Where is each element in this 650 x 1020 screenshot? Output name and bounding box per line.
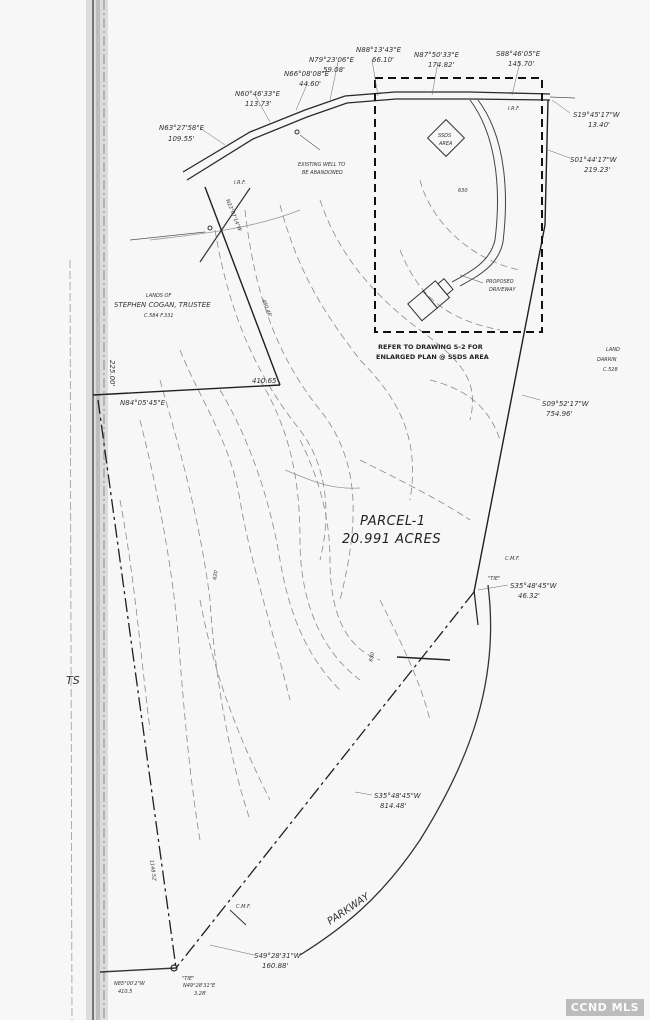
bearing-8-label: S19°45'17"W [573,111,621,119]
boundary-spur [199,187,251,263]
distance-10-label: 754.96' [546,410,572,418]
parcel-acreage: 20.991 ACRES [342,532,441,547]
tie-label-1: "TIE" [488,576,500,582]
contour-lines-solid [149,209,361,489]
driveway-edge-2 [459,99,506,287]
lands-of-label: LANDS OF [146,293,171,299]
bearing-6-label: N60°46'33"E [235,90,281,98]
bearing-3-label: S88°46'05"E [496,50,541,58]
proposed-driveway-label: PROPOSED [486,279,514,285]
cmf-label-1: C.M.F. [505,556,520,562]
contour-630-label: 630 [458,188,468,194]
boundary-spur-2 [129,231,206,241]
distance-18-label: 225.00' [108,360,116,386]
paper-fold-line [96,0,100,1020]
ssds-area-label: SSDS [438,133,452,139]
distance-11-label: 46.32' [518,592,540,600]
ssds-enlarged-area-box [374,77,543,333]
parkway-road-label: PARKWAY [326,891,373,928]
bearing-10-label: S09°52'17"W [542,400,590,408]
far-left-line [69,259,73,1020]
adjacent-owner-label: DARRIN [597,357,617,363]
distance-14-label: 3.28' [194,991,207,997]
cmf-label-2: C.M.F. [236,904,251,910]
culvert-mark [396,656,451,661]
ssds-area-label-2: AREA [438,141,453,147]
existing-well-label-2: BE ABANDONED [302,170,343,176]
distance-2-label: 174.82' [428,61,454,69]
bearing-11-label: S35°48'45"W [510,582,558,590]
existing-well-label: EXISTING WELL TO [298,162,345,168]
driveway-leader [459,274,484,284]
edge-letters: TS [66,674,80,687]
distance-1-label: 66.10' [372,56,394,64]
distance-6-label: 113.73' [245,100,271,108]
dimension-leaders [199,59,571,956]
driveway-edge-1 [451,99,498,283]
ssds-area-marker [426,118,466,158]
bearing-7-label: N63°27'58"E [159,124,205,132]
tie-mark [473,589,479,626]
bearing-1-label: N88°13'43"E [356,46,402,54]
parkway-edge [299,584,492,956]
irf-label-2: I.R.F. [508,106,520,112]
distance-3-label: 145.70' [508,60,534,68]
owner-ref-label: C.584 F.331 [144,313,174,319]
refer-note-line-1: REFER TO DRAWING S-2 FOR [378,343,483,351]
bearing-2-label: N87°50'33"E [414,51,460,59]
mls-watermark: CCND MLS [565,999,644,1016]
iron-rod-symbol [207,225,213,231]
distance-17-label: 410.5 [118,989,132,995]
owner-name-label: STEPHEN COGAN, TRUSTEE [114,301,211,309]
bearing-12-label: S35°48'45"W [374,792,422,800]
bearing-14-label: N49°28'31"E [183,983,216,989]
south-tie-line [99,967,177,973]
distance-13-label: 160.88' [262,962,288,970]
bearing-13-label: S49°28'31"W [254,952,302,960]
road-extension [549,96,576,99]
distance-12-label: 814.48' [380,802,406,810]
distance-16-label: 410.65' [252,377,278,385]
proposed-driveway-label-2: DRIVEWAY [489,287,516,293]
bearing-5-label: N66°08'08"E [284,70,330,78]
bearing-9-label: S01°44'17"W [570,156,618,164]
bearing-15-label: N84°05'45"E [120,399,166,407]
parcel-boundary-dashed [97,399,475,969]
refer-note-line-2: ENLARGED PLAN @ SSDS AREA [376,353,489,361]
adjacent-land-label: LAND [606,347,620,353]
irf-label-1: I.R.F. [234,180,246,186]
contour-lines [119,179,521,841]
distance-4-label: 59.08' [323,66,345,74]
bearing-4-label: N79°23'06"E [309,56,355,64]
parcel-boundary [92,99,549,593]
contour-650-label: 650 [368,652,376,663]
bearing-17-label: N85°00'2"W [114,981,146,987]
contour-620-label: 620 [212,570,220,580]
distance-20-label: 1148.52' [148,859,157,882]
cmf-mark [229,909,247,926]
tie-label-2: "TIE" [182,976,194,982]
existing-well-symbol [294,129,300,135]
corner-monument [170,964,178,972]
distance-19-label: 460.46' [260,299,273,319]
distance-5-label: 44.60' [299,80,321,88]
north-road-edges [182,91,551,181]
distance-9-label: 219.23' [584,166,610,174]
distance-8-label: 13.40' [588,121,610,129]
well-leader [299,134,321,151]
adjacent-ref-label: C.528 [603,367,618,373]
proposed-house [407,277,454,322]
parcel-name: PARCEL-1 [360,514,426,529]
distance-7-label: 109.55' [168,135,194,143]
